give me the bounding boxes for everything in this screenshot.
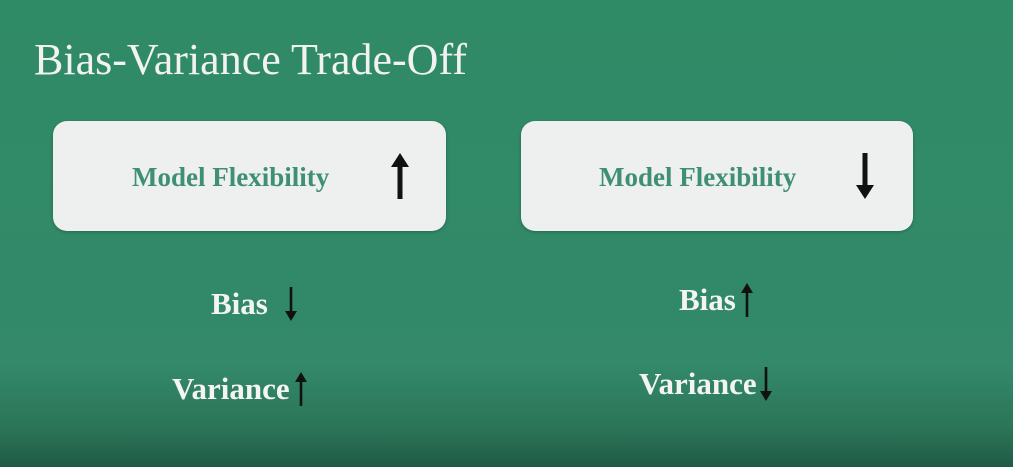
right-bias-metric: Bias	[679, 282, 754, 318]
variance-label: Variance	[172, 371, 290, 406]
bias-label: Bias	[679, 282, 736, 317]
slide-title: Bias-Variance Trade-Off	[34, 35, 467, 84]
card-label: Model Flexibility	[599, 162, 797, 192]
up-arrow-icon	[740, 283, 753, 317]
left-variance-metric: Variance	[172, 371, 308, 407]
bias-label: Bias	[211, 286, 268, 321]
variance-label: Variance	[639, 366, 757, 401]
up-arrow-icon	[391, 153, 409, 199]
left-bias-metric: Bias	[211, 286, 298, 322]
down-arrow-icon	[856, 153, 874, 199]
model-flexibility-increase-card: Model Flexibility	[53, 121, 446, 231]
down-arrow-icon	[759, 367, 772, 401]
model-flexibility-decrease-card: Model Flexibility	[521, 121, 913, 231]
card-label: Model Flexibility	[132, 162, 330, 192]
down-arrow-icon	[284, 287, 297, 321]
right-variance-metric: Variance	[639, 366, 773, 402]
up-arrow-icon	[294, 372, 307, 406]
